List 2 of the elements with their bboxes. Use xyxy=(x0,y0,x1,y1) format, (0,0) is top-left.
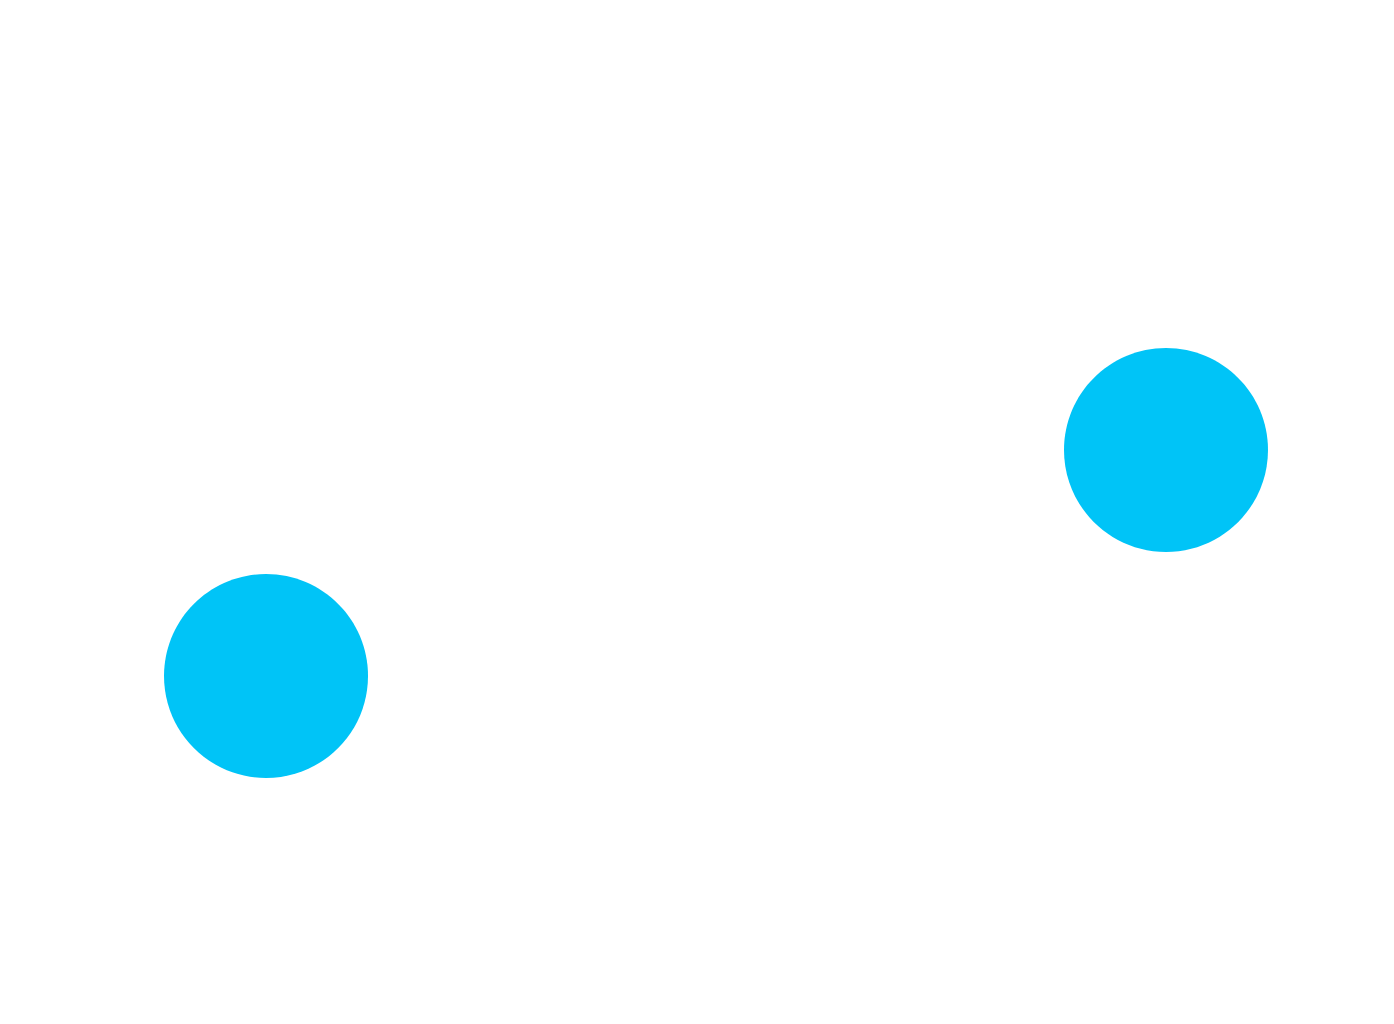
circle-shape xyxy=(164,574,368,778)
circle-shape xyxy=(1064,348,1268,552)
